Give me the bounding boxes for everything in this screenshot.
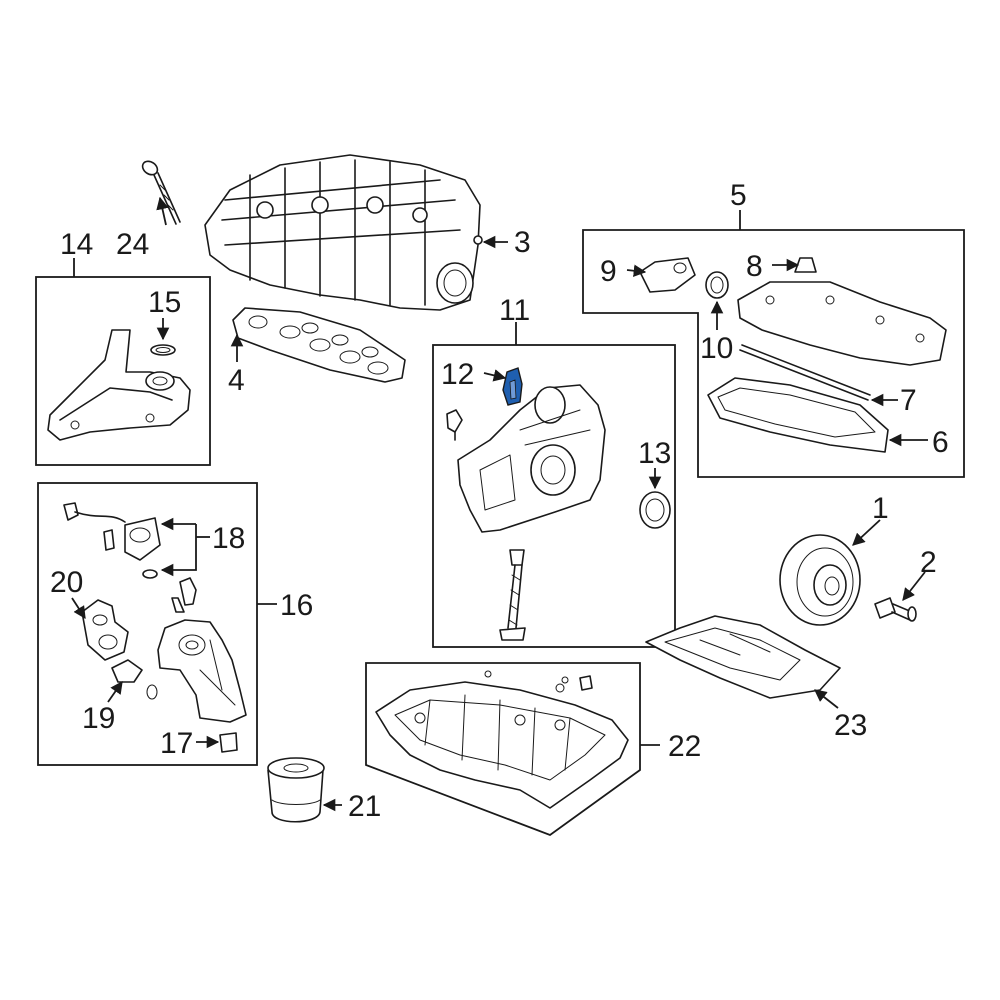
callout-21[interactable]: 21 — [348, 790, 381, 823]
sensor-9-part[interactable] — [639, 257, 696, 293]
chain-tensioner-part[interactable] — [499, 549, 526, 641]
callout-19[interactable]: 19 — [82, 702, 115, 735]
spool-valve-solenoid-part[interactable] — [63, 502, 161, 579]
callout-5[interactable]: 5 — [730, 179, 747, 212]
dipstick-part[interactable] — [140, 158, 181, 225]
callouts: 1 2 3 4 5 6 7 8 9 10 11 12 13 14 15 16 1… — [50, 179, 949, 823]
leader-lines — [71, 196, 928, 812]
sensor-19-part[interactable] — [111, 659, 158, 700]
callout-2[interactable]: 2 — [920, 546, 937, 579]
oring-15-part[interactable] — [150, 344, 176, 356]
callout-12[interactable]: 12 — [441, 358, 474, 391]
group-box-5 — [582, 229, 965, 478]
baffle-plate-part[interactable] — [645, 615, 841, 699]
intake-gasket-part[interactable] — [232, 307, 406, 383]
oil-pan-part[interactable] — [375, 670, 629, 809]
callout-24[interactable]: 24 — [116, 228, 149, 261]
sensor-bolt-part[interactable] — [446, 409, 463, 441]
seal-7-part[interactable] — [739, 344, 871, 401]
callout-17[interactable]: 17 — [160, 727, 193, 760]
callout-4[interactable]: 4 — [228, 364, 245, 397]
callout-13[interactable]: 13 — [638, 437, 671, 470]
callout-14[interactable]: 14 — [60, 228, 93, 261]
callout-10[interactable]: 10 — [700, 332, 733, 365]
pulley-bolt-part[interactable] — [874, 597, 917, 622]
oil-pressure-switch-part[interactable] — [171, 577, 197, 613]
intake-manifold-part[interactable] — [204, 154, 483, 311]
callout-11[interactable]: 11 — [499, 294, 530, 327]
callout-20[interactable]: 20 — [50, 566, 83, 599]
oil-pump-part[interactable] — [457, 384, 606, 533]
group-box-22 — [365, 662, 641, 837]
group-box-11 — [432, 344, 676, 648]
callout-1[interactable]: 1 — [872, 492, 889, 525]
callout-9[interactable]: 9 — [600, 255, 617, 288]
crank-pulley-part[interactable] — [779, 534, 861, 626]
seal-10-part[interactable] — [705, 271, 729, 299]
filter-bracket-part[interactable] — [47, 329, 191, 441]
callout-16[interactable]: 16 — [280, 589, 313, 622]
callout-6[interactable]: 6 — [932, 426, 949, 459]
callout-3[interactable]: 3 — [514, 226, 531, 259]
seal-13-part[interactable] — [639, 491, 671, 529]
callout-15[interactable]: 15 — [148, 286, 181, 319]
callout-8[interactable]: 8 — [746, 250, 763, 283]
oring-12-part[interactable] — [502, 367, 523, 406]
plug-17-part[interactable] — [219, 732, 238, 753]
callout-7[interactable]: 7 — [900, 384, 917, 417]
group-box-16 — [37, 482, 258, 766]
rocker-cover-part[interactable] — [737, 281, 947, 366]
callout-23[interactable]: 23 — [834, 709, 867, 742]
callout-22[interactable]: 22 — [668, 730, 701, 763]
callout-18[interactable]: 18 — [212, 522, 245, 555]
group-box-14 — [35, 276, 211, 466]
cover-gasket-part[interactable] — [707, 377, 889, 453]
oil-filter-part[interactable] — [267, 757, 325, 823]
spool-valve-body-part[interactable] — [157, 619, 247, 723]
cap-8-part[interactable] — [794, 257, 817, 273]
gasket-20-part[interactable] — [81, 599, 129, 661]
